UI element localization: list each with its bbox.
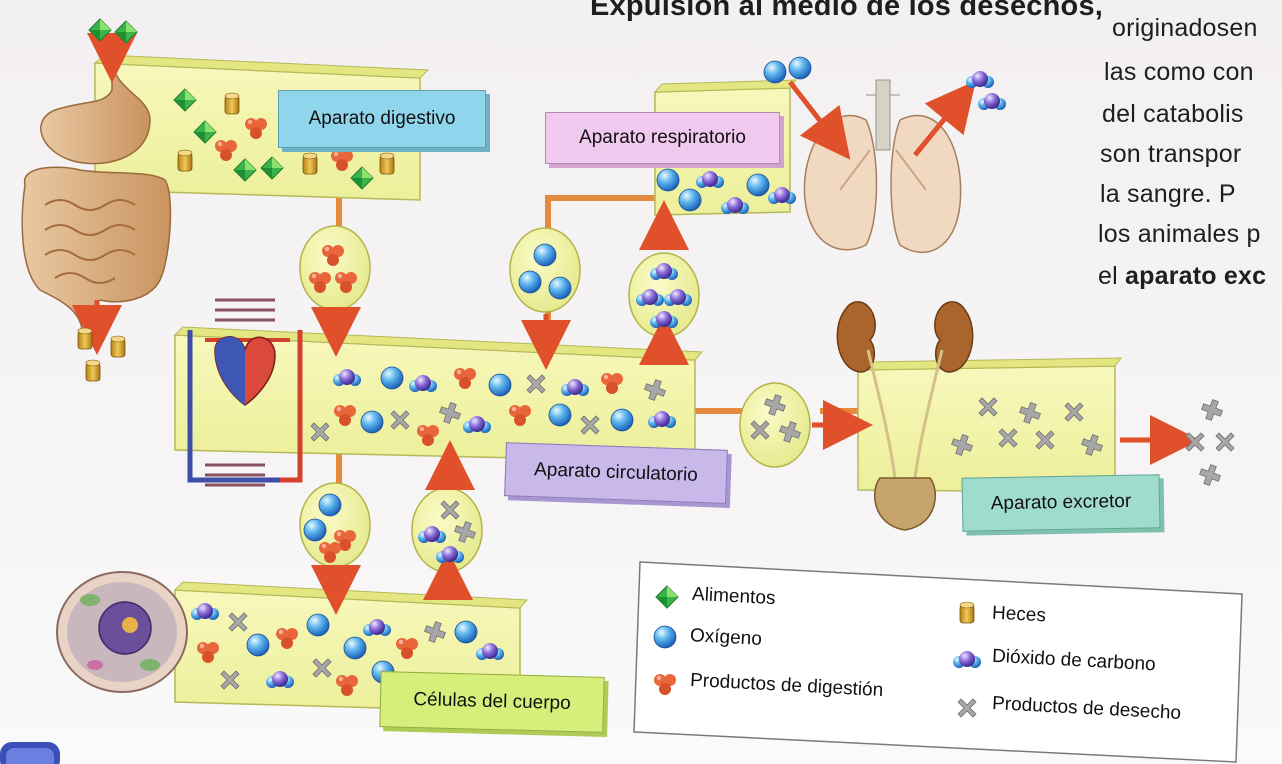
header-title-cut: Expulsión al medio de los desechos, <box>590 0 1103 23</box>
tag-excretory: Aparato excretor <box>961 474 1161 532</box>
body-cell-illustration <box>56 571 188 693</box>
header-line-6-bold: aparato exc <box>1125 262 1267 290</box>
label-respiratory: Aparato respiratorio <box>579 127 746 148</box>
legend-label-oxygen: Oxígeno <box>689 625 763 651</box>
legend-oxygen-text: Oxígeno <box>689 625 763 650</box>
header-line-6-plain: el <box>1098 262 1118 290</box>
header-line-3-text: son transpor <box>1100 140 1242 168</box>
tag-respiratory: Aparato respiratorio <box>545 112 780 164</box>
header-title-rest-text: originadosen <box>1112 14 1258 42</box>
header-line-2-text: del catabolis <box>1102 100 1244 128</box>
header-line-4: la sangre. P <box>1100 180 1236 209</box>
header-line-3: son transpor <box>1100 140 1241 169</box>
header-line-2: del catabolis <box>1102 100 1244 129</box>
label-digestive: Aparato digestivo <box>308 108 456 129</box>
label-excretory: Aparato excretor <box>990 490 1132 515</box>
legend-label-feces: Heces <box>991 602 1047 628</box>
header-line-1: las como con <box>1104 58 1254 87</box>
label-cells: Células del cuerpo <box>413 688 571 715</box>
tag-circulatory: Aparato circulatorio <box>504 442 728 504</box>
header-title-cut-text: Expulsión al medio de los desechos, <box>590 0 1104 22</box>
label-circulatory: Aparato circulatorio <box>533 459 699 486</box>
header-line-5-text: los animales p <box>1098 220 1261 248</box>
header-line-6: el aparato exc <box>1098 262 1266 291</box>
legend-feces-text: Heces <box>991 602 1047 627</box>
lungs-illustration <box>803 79 962 254</box>
digestive-organs-illustration <box>21 54 172 331</box>
legend-box <box>633 561 1243 763</box>
kidneys-illustration <box>836 301 974 531</box>
tag-digestive: Aparato digestivo <box>278 90 486 148</box>
heart-illustration <box>187 298 303 487</box>
header-line-4-text: la sangre. P <box>1100 180 1236 208</box>
legend-label-food: Alimentos <box>691 583 776 610</box>
header-title-rest: originadosen <box>1112 14 1258 43</box>
tag-cells: Células del cuerpo <box>379 671 605 733</box>
flow-arrows <box>72 33 1200 615</box>
header-line-5: los animales p <box>1098 220 1261 249</box>
corner-icon <box>0 742 60 764</box>
legend-food-text: Alimentos <box>691 583 776 610</box>
header-line-1-text: las como con <box>1104 58 1254 86</box>
excretory-panel <box>856 357 1123 493</box>
